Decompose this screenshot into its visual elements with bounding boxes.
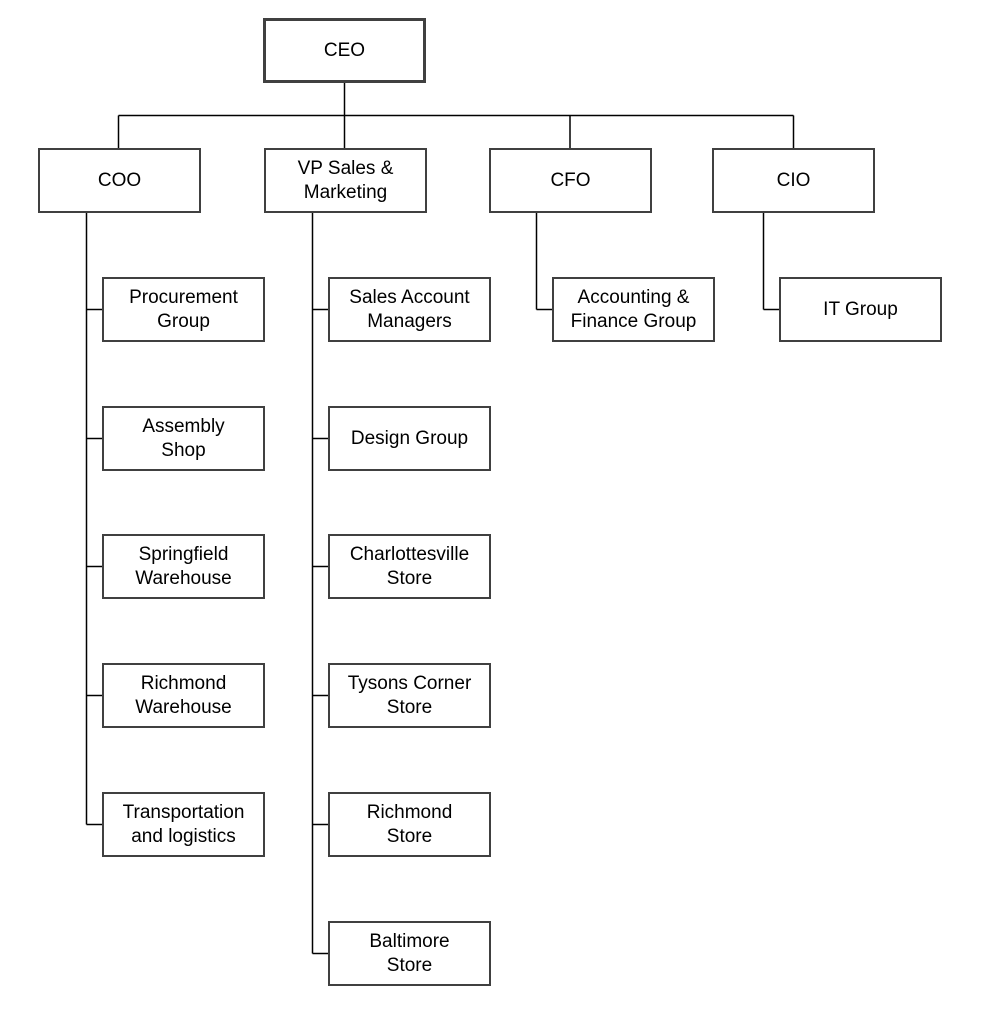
- org-node-cio: CIO: [712, 148, 875, 213]
- org-node-sales-managers: Sales Account Managers: [328, 277, 491, 342]
- org-node-cfo: CFO: [489, 148, 652, 213]
- org-node-vp-sales: VP Sales & Marketing: [264, 148, 427, 213]
- org-node-design: Design Group: [328, 406, 491, 471]
- org-node-ceo: CEO: [263, 18, 426, 83]
- org-node-charlottesville: Charlottesville Store: [328, 534, 491, 599]
- org-node-richmond-store: Richmond Store: [328, 792, 491, 857]
- org-node-baltimore: Baltimore Store: [328, 921, 491, 986]
- org-node-accounting: Accounting & Finance Group: [552, 277, 715, 342]
- org-node-transportation: Transportation and logistics: [102, 792, 265, 857]
- org-node-assembly: Assembly Shop: [102, 406, 265, 471]
- org-node-richmond-warehouse: Richmond Warehouse: [102, 663, 265, 728]
- org-node-springfield: Springfield Warehouse: [102, 534, 265, 599]
- org-node-coo: COO: [38, 148, 201, 213]
- org-node-procurement: Procurement Group: [102, 277, 265, 342]
- org-node-tysons: Tysons Corner Store: [328, 663, 491, 728]
- org-node-it-group: IT Group: [779, 277, 942, 342]
